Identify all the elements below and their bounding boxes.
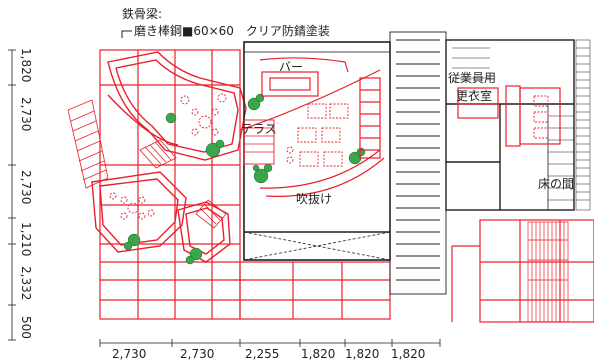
dim-h-2: 2,730 xyxy=(180,347,214,361)
dim-v-2: 2,730 xyxy=(19,97,33,131)
dim-v-1: 1,820 xyxy=(19,48,33,82)
central-furniture xyxy=(286,103,349,167)
dim-v-6: 500 xyxy=(19,316,33,339)
right-wing xyxy=(445,39,575,211)
dim-h-5: 1,820 xyxy=(345,347,379,361)
floor-grid-bottom xyxy=(239,261,391,320)
brick-wall xyxy=(575,39,591,211)
dimension-line-horizontal xyxy=(99,339,441,347)
dim-v-5: 2,332 xyxy=(19,266,33,300)
hatched-area xyxy=(527,221,569,323)
right-wing-furniture xyxy=(533,95,549,139)
room-label-staff-locker-1: 従業員用 xyxy=(448,71,496,85)
floor-grid-left xyxy=(99,49,241,320)
dim-h-3: 2,255 xyxy=(245,347,279,361)
pavilion-furniture xyxy=(109,93,227,220)
callout-leader xyxy=(121,30,132,38)
callout-label-line1: 鉄骨梁: xyxy=(122,6,162,21)
pavilion-stairs xyxy=(67,99,227,229)
room-label-terrace: テラス xyxy=(241,122,277,136)
room-label-atrium: 吹抜け xyxy=(296,192,332,206)
dim-h-4: 1,820 xyxy=(301,347,335,361)
central-interior xyxy=(239,57,385,197)
callout-label-line2: 磨き棒鋼■60×60 クリア防錆塗装 xyxy=(134,23,330,38)
room-label-staff-locker-2: 更衣室 xyxy=(456,88,492,103)
floor-grid-bottom-right xyxy=(451,219,594,323)
central-building xyxy=(243,41,391,261)
stair-block xyxy=(389,31,447,295)
dim-h-6: 1,820 xyxy=(391,347,425,361)
dimension-line-vertical xyxy=(8,49,16,341)
room-label-bar: バー xyxy=(279,60,303,74)
room-label-tokonoma: 床の間 xyxy=(538,177,574,191)
pavilion-upper xyxy=(107,51,247,161)
dim-h-1: 2,730 xyxy=(112,347,146,361)
dim-v-4: 1,210 xyxy=(19,222,33,256)
dim-v-3: 2,730 xyxy=(19,170,33,204)
right-wing-red xyxy=(457,85,561,147)
